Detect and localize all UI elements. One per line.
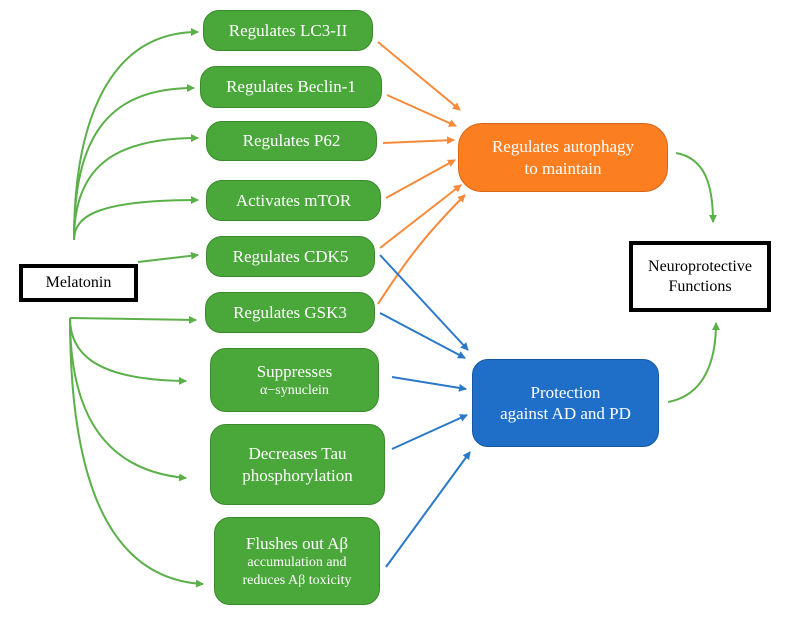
arrow-beclin-autophagy — [386, 94, 457, 127]
arrow-melatonin-tau — [69, 317, 187, 482]
arrow-autophagy-outcome — [675, 152, 717, 223]
arrow-gsk3-autophagy — [377, 194, 466, 305]
node-synuclein: Suppresses α−synuclein — [210, 348, 379, 412]
node-p62-label: Regulates P62 — [242, 131, 341, 151]
arrow-melatonin-gsk3 — [69, 315, 197, 324]
node-abeta-line-2: accumulation and — [247, 555, 347, 571]
node-abeta-line-3: reduces Aβ toxicity — [242, 572, 352, 588]
node-protection-line-1: Protection — [530, 382, 601, 402]
arrow-lc3-autophagy — [377, 41, 461, 111]
node-lc3-ii: Regulates LC3-II — [203, 10, 373, 51]
arrow-protection-outcome — [667, 322, 720, 403]
node-mtor: Activates mTOR — [206, 180, 381, 221]
arrow-p62-autophagy — [382, 136, 455, 145]
node-gsk3-label: Regulates GSK3 — [233, 302, 347, 322]
arrow-melatonin-cdk5 — [137, 251, 199, 263]
arrow-cdk5-protection — [379, 254, 469, 351]
arrow-melatonin-synuclein — [69, 317, 187, 385]
node-beclin-1: Regulates Beclin-1 — [200, 66, 382, 108]
node-cdk5-label: Regulates CDK5 — [232, 246, 349, 266]
node-protection: Protection against AD and PD — [472, 359, 659, 447]
node-p62: Regulates P62 — [206, 121, 377, 161]
node-autophagy-line-1: Regulates autophagy — [491, 137, 635, 157]
arrow-gsk3-protection — [379, 312, 466, 359]
node-autophagy: Regulates autophagy to maintain — [458, 123, 668, 192]
node-synuclein-line-2: α−synuclein — [260, 382, 329, 398]
arrow-synuclein-protection — [391, 376, 467, 392]
node-abeta-line-1: Flushes out Aβ — [245, 533, 349, 553]
arrow-mtor-autophagy — [385, 159, 456, 199]
node-cdk5: Regulates CDK5 — [206, 236, 375, 277]
node-synuclein-line-1: Suppresses — [256, 361, 333, 381]
node-gsk3: Regulates GSK3 — [205, 292, 375, 333]
node-tau: Decreases Tau phosphorylation — [210, 424, 385, 505]
node-beclin-1-label: Regulates Beclin-1 — [226, 77, 356, 97]
node-tau-line-2: phosphorylation — [242, 465, 353, 485]
melatonin-label: Melatonin — [45, 274, 112, 291]
neuroprotective-line-1: Neuroprotective — [648, 257, 752, 275]
arrow-tau-protection — [391, 414, 468, 450]
melatonin-box: Melatonin — [19, 264, 138, 302]
neuroprotective-line-2: Functions — [668, 277, 732, 295]
arrow-melatonin-p62 — [73, 134, 199, 241]
arrow-melatonin-mtor — [73, 196, 199, 241]
node-tau-line-1: Decreases Tau — [248, 444, 347, 464]
node-autophagy-line-2: to maintain — [524, 158, 602, 178]
node-protection-line-2: against AD and PD — [500, 404, 631, 423]
node-mtor-label: Activates mTOR — [235, 190, 352, 210]
arrow-melatonin-abeta — [69, 317, 204, 588]
node-abeta: Flushes out Aβ accumulation and reduces … — [214, 517, 380, 605]
node-lc3-ii-label: Regulates LC3-II — [228, 20, 348, 40]
arrow-cdk5-autophagy — [379, 184, 462, 249]
arrow-melatonin-beclin — [73, 84, 195, 241]
neuroprotective-box: Neuroprotective Functions — [629, 241, 771, 312]
arrow-melatonin-lc3 — [73, 28, 199, 241]
arrow-abeta-protection — [385, 451, 471, 568]
